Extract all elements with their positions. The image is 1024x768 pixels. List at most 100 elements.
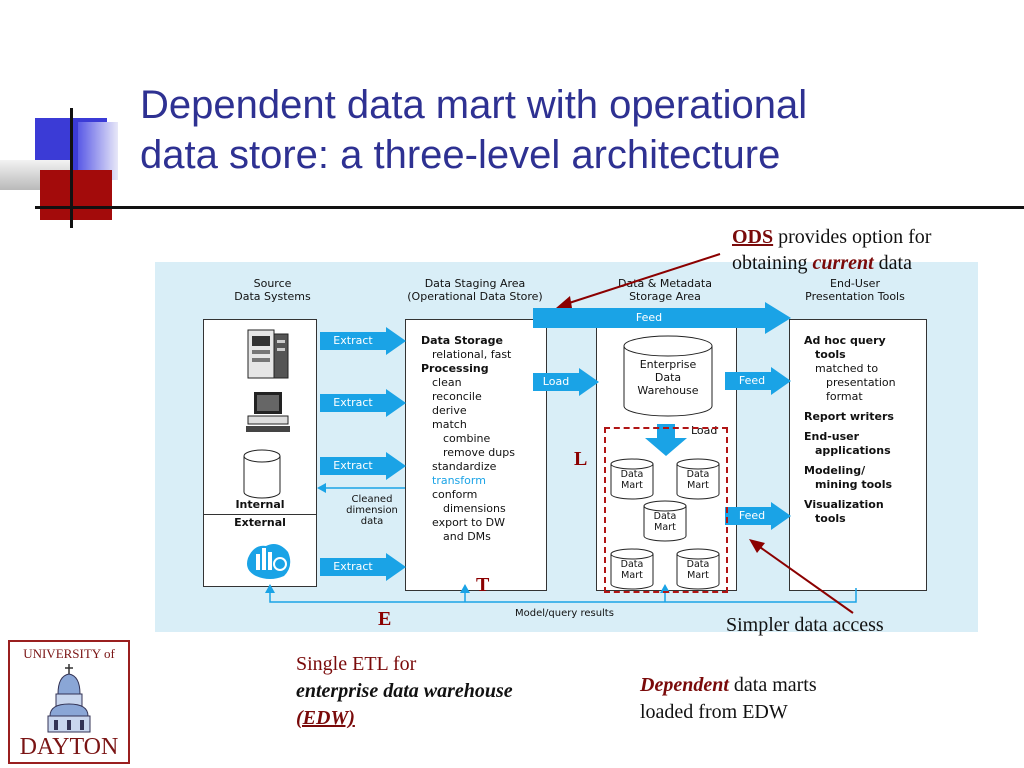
feed-label: Feed <box>738 374 766 387</box>
feed-top-label: Feed <box>635 311 663 324</box>
cleaned-label: Cleaned dimension data <box>337 494 407 527</box>
decor-vertical-line <box>70 108 73 228</box>
ods-annotation-line-1: ODS provides option for <box>732 224 931 250</box>
slide-title-line-2: data store: a three-level architecture <box>140 133 781 177</box>
ods-annotation: ODS provides option for obtaining curren… <box>732 224 931 276</box>
data-mart-cylinder-icon <box>610 458 654 500</box>
simpler-access-annotation: Simpler data access <box>726 614 884 636</box>
logo-bottom-text: DAYTON <box>19 734 119 760</box>
data-marts-dashed-frame <box>604 427 728 593</box>
extract-arrow <box>320 452 406 480</box>
data-mart-cylinder-icon <box>676 458 720 500</box>
letter-e: E <box>378 608 392 630</box>
header-staging: Data Staging Area (Operational Data Stor… <box>390 277 560 303</box>
ods-current-word: current <box>812 252 874 274</box>
feed-arrow <box>725 367 791 395</box>
list-item: tools <box>815 512 846 525</box>
list-item: and DMs <box>443 530 491 543</box>
header-enduser-line: Presentation Tools <box>805 290 905 303</box>
letter-l: L <box>574 448 588 470</box>
slide-title-line-1: Dependent data mart with operational <box>140 83 808 127</box>
edw-cylinder-icon <box>623 335 713 417</box>
cleaned-label-line: Cleaned <box>351 494 393 505</box>
internal-label: Internal <box>235 498 285 511</box>
cleaned-data-arrow <box>317 483 405 493</box>
database-icon <box>243 449 281 499</box>
ods-line2-c: data <box>873 252 912 274</box>
university-logo: UNIVERSITY of DAYTON <box>8 640 130 764</box>
external-data-icon <box>247 544 291 579</box>
data-mart-label-line: Mart <box>687 570 709 581</box>
extract-label: Extract <box>333 334 373 347</box>
ods-rest: provides option for <box>773 226 932 248</box>
decor-horizontal-line <box>35 206 1024 209</box>
list-item: Processing <box>421 362 489 375</box>
dependent-word: Dependent <box>640 674 729 696</box>
list-item: dimensions <box>443 502 506 515</box>
server-icon <box>247 329 289 379</box>
slide-title: Dependent data mart with operational dat… <box>140 80 1000 180</box>
architecture-diagram: Source Data Systems Data Staging Area (O… <box>155 262 978 632</box>
list-item: standardize <box>432 460 497 473</box>
data-mart-label-line: Mart <box>654 522 676 533</box>
list-item: reconcile <box>432 390 482 403</box>
extract-arrow <box>320 327 406 355</box>
data-mart-label-line: Data <box>686 559 710 570</box>
list-item: remove dups <box>443 446 515 459</box>
feed-arrow <box>725 502 791 530</box>
source-divider <box>204 514 316 515</box>
data-mart-label-line: Mart <box>621 570 643 581</box>
list-item: relational, fast <box>432 348 512 361</box>
letter-t: T <box>476 574 490 596</box>
chapel-dome-icon <box>47 664 91 733</box>
ods-pointer-arrow <box>556 253 721 308</box>
list-item: combine <box>443 432 491 445</box>
edw-label-line: Data <box>654 371 682 384</box>
model-query-label: Model/query results <box>515 608 614 619</box>
list-item: presentation <box>826 376 896 389</box>
list-item: format <box>826 390 863 403</box>
feed-label: Feed <box>738 509 766 522</box>
data-mart-label-line: Mart <box>687 480 709 491</box>
cleaned-label-line: data <box>360 516 384 527</box>
ods-word: ODS <box>732 226 774 248</box>
data-mart-label-line: Data <box>620 559 644 570</box>
edw-label: Enterprise Data Warehouse <box>622 358 714 397</box>
edw-label-line: Enterprise <box>639 358 697 371</box>
etl-annotation: Single ETL for enterprise data warehouse… <box>296 651 513 732</box>
list-item: applications <box>815 444 891 457</box>
list-item: conform <box>432 488 478 501</box>
data-mart-label-line: Data <box>653 511 677 522</box>
list-item: End-user <box>804 430 860 443</box>
list-item: clean <box>432 376 462 389</box>
list-item: export to DW <box>432 516 506 529</box>
header-source-line: Source <box>253 277 292 290</box>
load-label: Load <box>542 375 570 388</box>
data-mart-cylinder-icon <box>610 548 654 590</box>
external-label: External <box>234 516 286 529</box>
dependent-line-2: loaded from EDW <box>640 701 788 723</box>
feed-top-arrow <box>533 302 791 334</box>
data-mart-cylinder-icon <box>643 500 687 542</box>
extract-label: Extract <box>333 459 373 472</box>
simpler-pointer-arrow <box>749 539 854 614</box>
dependent-annotation: Dependent data marts loaded from EDW <box>640 672 817 726</box>
header-enduser: End-User Presentation Tools <box>780 277 930 303</box>
list-item: mining tools <box>815 478 893 491</box>
computer-icon <box>246 392 290 432</box>
list-item: matched to <box>815 362 879 375</box>
header-source: Source Data Systems <box>215 277 330 303</box>
